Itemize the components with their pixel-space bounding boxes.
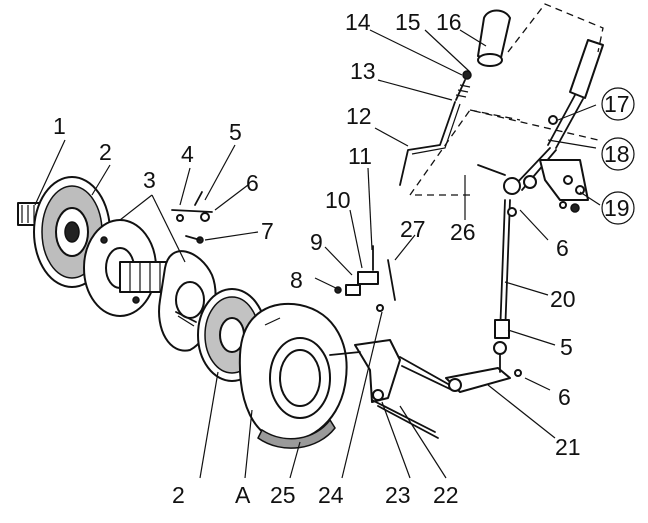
label-3: 3 (143, 167, 156, 193)
label-11: 11 (348, 143, 372, 169)
label-26: 26 (450, 219, 476, 245)
cross-shaft-lever-part (399, 341, 511, 393)
label-21: 21 (555, 434, 581, 460)
label-17-circle (601, 87, 635, 121)
pins-and-nuts-group (171, 191, 396, 312)
label-14: 14 (345, 9, 371, 35)
label-6-right: 6 (556, 235, 569, 261)
label-2-bottom: 2 (172, 482, 185, 508)
label-8: 8 (290, 267, 303, 293)
brake-housing-part (238, 302, 348, 449)
pressure-plate-part (83, 219, 217, 352)
label-5-top: 5 (229, 119, 242, 145)
label-13: 13 (350, 58, 376, 84)
vertical-rod-part (494, 199, 522, 377)
label-7: 7 (261, 218, 274, 244)
label-1: 1 (53, 113, 66, 139)
label-20: 20 (550, 286, 576, 312)
label-4: 4 (181, 141, 194, 167)
actuating-lever-part (329, 339, 439, 439)
label-6-bottom: 6 (558, 384, 571, 410)
right-pedal-group (477, 39, 604, 213)
label-19: 19 (604, 195, 630, 221)
leader-lines (34, 29, 601, 479)
label-19-circle (601, 191, 635, 225)
label-12: 12 (346, 103, 372, 129)
label-17: 17 (604, 91, 630, 117)
label-16: 16 (436, 9, 462, 35)
label-15: 15 (395, 9, 421, 35)
callout-labels: 1 2 3 4 5 6 7 8 9 10 11 12 13 14 15 16 2… (53, 9, 635, 508)
label-A: A (235, 482, 251, 508)
left-pedal-group (399, 9, 511, 186)
label-18: 18 (604, 141, 630, 167)
label-23: 23 (385, 482, 411, 508)
label-5-right: 5 (560, 334, 573, 360)
label-25: 25 (270, 482, 296, 508)
label-18-circle (601, 137, 635, 171)
label-22: 22 (433, 482, 459, 508)
label-2-top: 2 (99, 139, 112, 165)
dashed-pedal-outline (408, 3, 604, 196)
label-24: 24 (318, 482, 344, 508)
label-10: 10 (325, 187, 351, 213)
label-9: 9 (310, 229, 323, 255)
label-6-top: 6 (246, 170, 259, 196)
label-27: 27 (400, 216, 426, 242)
